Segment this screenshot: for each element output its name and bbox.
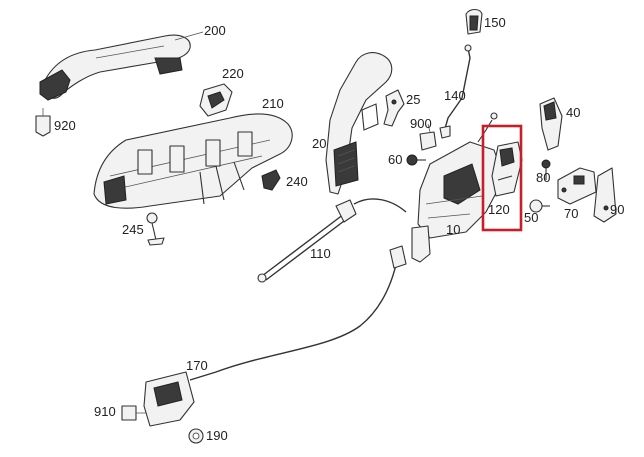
highlight-box-120	[481, 124, 523, 232]
label-20: 20	[312, 136, 326, 151]
part-25-bracket	[383, 89, 405, 127]
label-80: 80	[536, 170, 550, 185]
part-220-bracket	[199, 83, 233, 117]
part-120	[491, 141, 523, 197]
part-70-striker	[557, 167, 597, 205]
label-200: 200	[204, 23, 226, 38]
part-200-door-handle	[39, 31, 204, 101]
label-10: 10	[446, 222, 460, 237]
label-140: 140	[444, 88, 466, 103]
label-90: 90	[610, 202, 624, 217]
label-240: 240	[286, 174, 308, 189]
label-60: 60	[388, 152, 402, 167]
part-210-handle-carrier	[93, 113, 293, 209]
label-220: 220	[222, 66, 244, 81]
label-150: 150	[484, 15, 506, 30]
label-70: 70	[564, 206, 578, 221]
part-50-bolt	[529, 199, 550, 213]
part-170-cable	[143, 245, 407, 427]
part-920-clip	[35, 108, 51, 137]
label-110: 110	[310, 246, 331, 261]
part-40-bracket	[539, 97, 563, 151]
label-40: 40	[566, 105, 580, 120]
part-140-rod	[439, 44, 472, 139]
part-90-plate	[593, 167, 617, 223]
label-120: 120	[488, 202, 510, 217]
part-240	[261, 169, 281, 191]
label-25: 25	[406, 92, 420, 107]
part-910-clip	[121, 405, 146, 421]
label-50: 50	[524, 210, 538, 225]
label-920: 920	[54, 118, 76, 133]
part-20-lock-carrier	[325, 52, 393, 195]
part-60-bolt	[406, 154, 426, 166]
label-910: 910	[94, 404, 116, 419]
part-150-cap	[465, 8, 483, 35]
label-210: 210	[262, 96, 284, 111]
label-245: 245	[122, 222, 144, 237]
part-900-clip	[419, 123, 437, 151]
label-190: 190	[206, 428, 228, 443]
label-170: 170	[186, 358, 208, 373]
part-190-washer	[188, 428, 204, 444]
label-900: 900	[410, 116, 432, 131]
part-110-cable	[257, 198, 407, 283]
part-245-screw	[146, 212, 165, 246]
part-80-screw	[541, 159, 551, 180]
